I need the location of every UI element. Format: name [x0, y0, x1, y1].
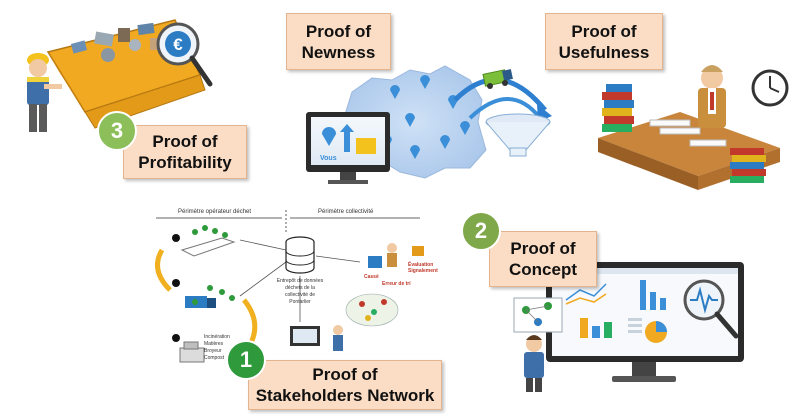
- scope-operator: Périmètre opérateur déchet: [178, 209, 251, 215]
- warehouse-label: déchets de la: [285, 285, 315, 291]
- funnel-icon: [485, 113, 551, 157]
- card-proof-of-stakeholders-network: Proof of Stakeholders Network: [248, 360, 442, 410]
- warehouse-label: Pontarlier: [289, 299, 311, 305]
- card-proof-of-concept: Proof of Concept: [489, 231, 597, 287]
- card-line2: Concept: [509, 260, 577, 279]
- card-proof-of-usefulness: Proof of Usefulness: [545, 13, 663, 70]
- clock-icon: [751, 69, 789, 107]
- analyst-icon: [524, 335, 544, 392]
- scope-community: Périmètre collectivité: [318, 209, 374, 215]
- bin-label: Incinération: [204, 334, 230, 340]
- bin-label: Matières: [204, 341, 224, 347]
- card-line2: Stakeholders Network: [255, 386, 435, 405]
- database-icon: [285, 236, 315, 274]
- svg-text:€: €: [173, 35, 183, 54]
- monitor-icon: Vous: [306, 112, 390, 184]
- worker-icon: [27, 53, 62, 132]
- card-line1: Proof of: [152, 132, 218, 151]
- truck-icon: [482, 69, 513, 89]
- bin-label: Broyeur: [204, 348, 222, 354]
- step-label: Erreur de tri: [382, 281, 411, 287]
- step-badge-3: 3: [97, 111, 137, 151]
- screen-label: Vous: [320, 155, 337, 162]
- warehouse-label: collectivité de: [285, 292, 315, 298]
- magnifier-pulse-icon: [683, 279, 739, 339]
- bin-label: Compost: [204, 355, 225, 361]
- step-label: Cassé: [364, 274, 379, 280]
- card-line1: Proof of: [510, 239, 576, 258]
- card-line1: Proof of: [305, 21, 372, 41]
- step-label: Signalement: [408, 268, 438, 274]
- card-line1: Proof of: [312, 365, 378, 384]
- card-line1: Proof of: [571, 21, 637, 41]
- magnifier-euro-icon: €: [156, 22, 213, 87]
- card-proof-of-profitability: Proof of Profitability: [123, 125, 247, 179]
- card-proof-of-newness: Proof of Newness: [286, 13, 391, 70]
- card-line2: Usefulness: [558, 42, 650, 62]
- network-diagram: Périmètre opérateur déchet Périmètre col…: [155, 209, 438, 363]
- paper-stacks-icon: [602, 84, 766, 183]
- step-label: Évaluation: [408, 260, 433, 268]
- warehouse-label: Entrepôt de données: [277, 278, 324, 284]
- card-line2: Profitability: [138, 153, 232, 172]
- network-card-icon: [513, 297, 563, 333]
- stressed-man-icon: [698, 65, 726, 128]
- step-badge-2: 2: [461, 211, 501, 251]
- step-badge-1: 1: [226, 340, 266, 380]
- card-line2: Newness: [301, 42, 376, 62]
